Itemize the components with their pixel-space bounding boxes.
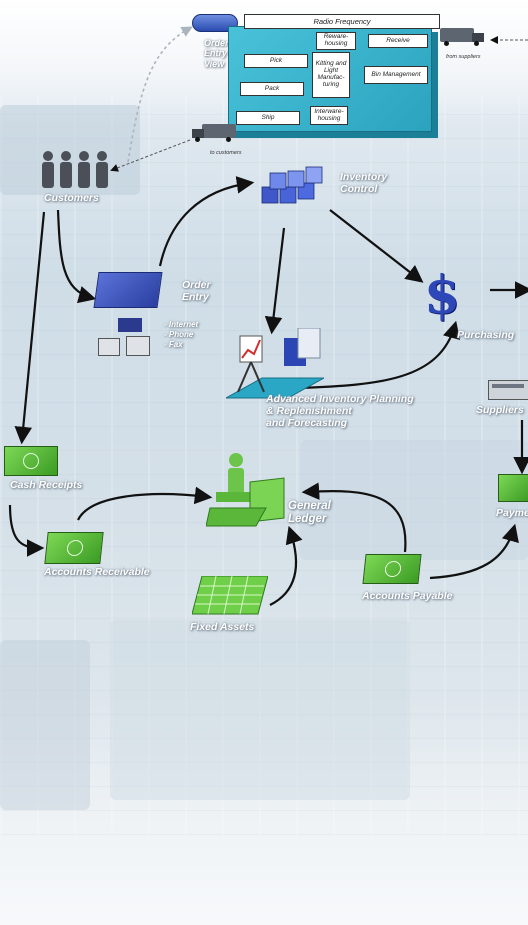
from-suppliers-note: from suppliers [446, 54, 481, 60]
arrow-customers-to-order-entry [56, 209, 97, 304]
fixed-assets-icon [192, 576, 268, 615]
background-shape [110, 620, 410, 800]
arrow-to-customers [110, 139, 191, 172]
bin-management-box: Bin Management [364, 66, 428, 84]
arrow-ar-to-ledger [77, 486, 213, 521]
planning-icon [226, 328, 324, 399]
suppliers-icon [488, 376, 528, 402]
arrow-customers-to-view [127, 26, 193, 163]
inventory-control-icon [261, 166, 323, 204]
arrow-fixed-assets-to-ledger [269, 525, 303, 606]
channels-list: - Internet- Phone- Fax [164, 320, 199, 349]
cash-receipts-icon [4, 446, 58, 476]
pick-box: Pick [244, 54, 308, 68]
arrow-cash-receipts-to-ar [8, 504, 45, 557]
radio-frequency-title: Radio Frequency [244, 14, 440, 29]
order-entry-icon [93, 272, 163, 308]
arrow-ap-to-ledger [301, 482, 407, 553]
payments-label: Payme [496, 507, 528, 519]
advanced-planning-label: Advanced Inventory Planning& Replenishme… [266, 393, 414, 429]
order-entry-view-icon [192, 14, 238, 32]
accounts-receivable-icon [44, 532, 104, 564]
purchasing-label: Purchasing [457, 329, 515, 341]
arrow-ap-to-payments [429, 523, 519, 580]
arrow-planning-to-purchasing [299, 320, 461, 390]
customer-truck-icon [192, 124, 236, 142]
to-customers-note: to customers [210, 150, 242, 156]
fixed-assets-label: Fixed Assets [190, 621, 255, 633]
cash-receipts-label: Cash Receipts [10, 479, 83, 491]
supplier-truck-icon [440, 28, 484, 46]
pack-box: Pack [240, 82, 304, 96]
arrow-order-entry-to-inventory [158, 176, 255, 267]
interwarehousing-box: Interware-housing [310, 106, 348, 125]
rewarehousing-box: Reware-housing [316, 32, 356, 50]
general-ledger-icon [206, 453, 285, 527]
suppliers-label: Suppliers [476, 404, 524, 416]
payments-icon [498, 474, 528, 502]
accounts-payable-icon [362, 554, 422, 584]
arrow-inventory-to-purchasing [329, 209, 424, 283]
dollar-sign-icon: $ [424, 265, 461, 326]
background-shape [0, 640, 90, 810]
arrow-customers-to-cash-receipts [14, 211, 46, 445]
accounts-receivable-label: Accounts Receivable [44, 566, 150, 578]
arrow-inventory-to-planning [264, 227, 286, 335]
ship-box: Ship [236, 111, 300, 125]
background-shape [300, 440, 528, 560]
order-entry-view-label: Order Entry View [204, 38, 229, 69]
customers-icon [42, 151, 108, 188]
customers-label: Customers [44, 192, 99, 204]
kitting-box: Kitting and Light Manufac-turing [312, 52, 350, 98]
devices-icon [94, 318, 156, 360]
accounts-payable-label: Accounts Payable [362, 590, 453, 602]
receive-box: Receive [368, 34, 428, 48]
